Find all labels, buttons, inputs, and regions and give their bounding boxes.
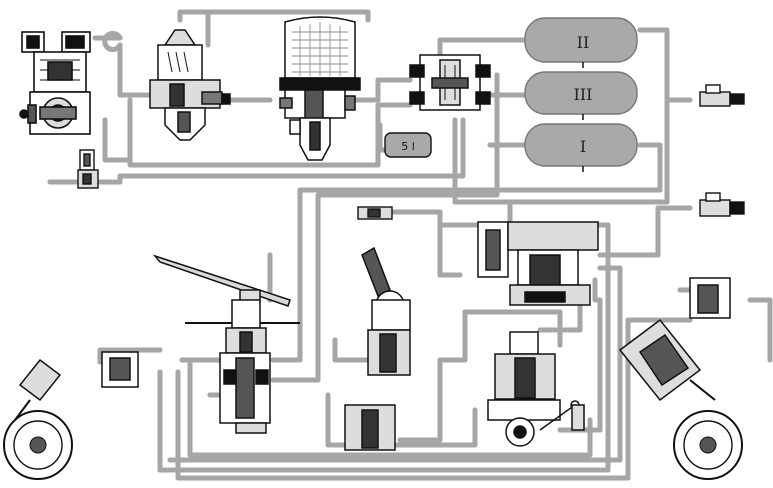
left-brake-chamber	[14, 351, 139, 421]
tank-ii-label: II	[577, 33, 590, 52]
foot-brake-valve	[152, 254, 300, 434]
air-tank-iii: III	[524, 71, 638, 120]
tank-iii-label: III	[574, 85, 593, 104]
load-sensing-valve	[487, 331, 585, 447]
check-valve-left	[77, 149, 99, 189]
air-tanks: II III I	[524, 17, 638, 172]
pressure-regulator	[149, 29, 231, 141]
tank-i-label: I	[580, 137, 586, 156]
four-circuit-protection-valve	[409, 54, 491, 111]
air-tank-ii: II	[524, 17, 638, 68]
air-tank-i: I	[524, 123, 638, 172]
air-dryer	[279, 16, 361, 161]
regeneration-reservoir: 5 l	[384, 132, 432, 158]
coupling-head-lower	[699, 192, 745, 217]
coupling-head-upper	[699, 84, 745, 107]
inline-valve	[357, 206, 393, 220]
right-spring-brake-chamber	[618, 277, 731, 402]
trailer-control-valve	[477, 221, 599, 306]
right-wheel-brake-drum	[673, 410, 743, 480]
relay-valve	[344, 404, 396, 451]
left-wheel-brake-drum	[3, 410, 73, 480]
hand-brake-valve	[361, 246, 411, 376]
compressor	[19, 31, 91, 135]
reservoir-volume-label: 5 l	[401, 140, 415, 153]
